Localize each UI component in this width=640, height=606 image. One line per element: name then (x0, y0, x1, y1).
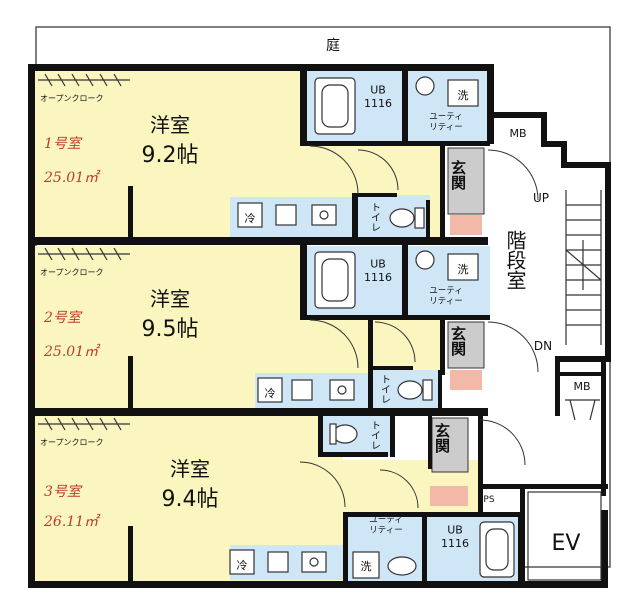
elevator-label: EV (552, 531, 581, 556)
unit-2-stove (291, 379, 313, 401)
label-line: リティー (369, 526, 403, 536)
unit-3-room-type: 洋室 (170, 457, 210, 481)
unit-2-area: 25.01㎡ (43, 343, 101, 360)
unit-2-closet-label: オープンクローク (40, 268, 104, 277)
unit-1-area: 25.01㎡ (43, 169, 101, 186)
unit-2-room-type: 洋室 (150, 287, 190, 311)
unit-1-closet-label: オープンクローク (40, 94, 104, 103)
unit-1-toilet-label: トイレ (369, 202, 381, 232)
unit-1-room-size: 9.2帖 (142, 143, 199, 168)
garden-label: 庭 (326, 37, 340, 54)
unit-2-toilet-label: トイレ (379, 374, 391, 404)
unit-3-stove (267, 551, 289, 573)
label-line: 1116 (364, 271, 392, 284)
elevator-shaft (527, 491, 602, 581)
closet-hatching (38, 73, 130, 431)
unit-1-fridge-label: 冷 (245, 212, 256, 225)
unit-3-unit-number: 3号室 (44, 484, 83, 500)
unit-2-washer-label: 洗 (458, 263, 469, 276)
unit-2-washbasin (415, 250, 435, 270)
unit-1-bathtub (314, 77, 356, 135)
stair-down-label: DN (534, 339, 552, 353)
meter-box-label-top: MB (509, 127, 526, 140)
unit-3-utility-label: ユーティリティー (369, 515, 403, 536)
stair-label: 階段室 (503, 230, 527, 290)
unit-3-toilet-label: トイレ (369, 420, 381, 450)
unit-1-toilet (389, 208, 415, 228)
unit-3-room-size: 9.4帖 (162, 487, 219, 512)
unit-3-closet-label: オープンクローク (40, 438, 104, 447)
unit-3-fridge-label: 冷 (237, 559, 248, 572)
unit-2-utility-label: ユーティリティー (429, 286, 463, 307)
unit-2-labels: オープンクローク 洋室 9.5帖 2号室 25.01㎡ (40, 268, 199, 360)
unit-1-stove (275, 204, 297, 226)
label-line: 1116 (441, 537, 469, 550)
label-line: リティー (429, 297, 463, 307)
unit-1-unit-number: 1号室 (44, 136, 83, 152)
unit-2-fridge-label: 冷 (265, 387, 276, 400)
meter-box-label-right: MB (573, 380, 590, 393)
unit-1-washbasin (415, 76, 435, 96)
unit-3-area: 26.11㎡ (43, 513, 101, 530)
unit-3-washbasin (387, 556, 417, 576)
unit-2-room-size: 9.5帖 (142, 317, 199, 342)
unit-3-entrance-floor (430, 486, 468, 506)
unit-2-entrance-floor (450, 370, 482, 390)
unit-3-bathtub (479, 521, 515, 578)
stair-treads (565, 190, 602, 345)
unit-1-entrance-label: 玄関 (449, 159, 467, 191)
label-line: 1116 (364, 97, 392, 110)
walls (28, 64, 611, 588)
unit-1-room-type: 洋室 (150, 113, 190, 137)
unit-1-entrance-floor (450, 215, 482, 235)
unit-2-toilet (397, 380, 423, 400)
pipe-space-label: PS (483, 495, 494, 505)
unit-1-washer-label: 洗 (458, 89, 469, 102)
unit-3-washer-label: 洗 (361, 560, 372, 573)
unit-3-entrance-label: 玄関 (433, 422, 451, 454)
label-line: リティー (429, 123, 463, 133)
unit-1-labels: オープンクローク 洋室 9.2帖 1号室 25.01㎡ (40, 94, 199, 186)
unit-2-entrance-label: 玄関 (449, 325, 467, 357)
common-area: MB UP DN 階段室 MB PS EV (483, 127, 602, 581)
unit-3-toilet (332, 424, 358, 444)
stair-up-label: UP (533, 191, 549, 205)
unit-2-bathtub (314, 251, 356, 309)
unit-3-labels: オープンクローク 洋室 9.4帖 3号室 26.11㎡ (40, 438, 219, 530)
unit-1-utility-label: ユーティリティー (429, 112, 463, 133)
unit-2-unit-number: 2号室 (43, 310, 83, 326)
